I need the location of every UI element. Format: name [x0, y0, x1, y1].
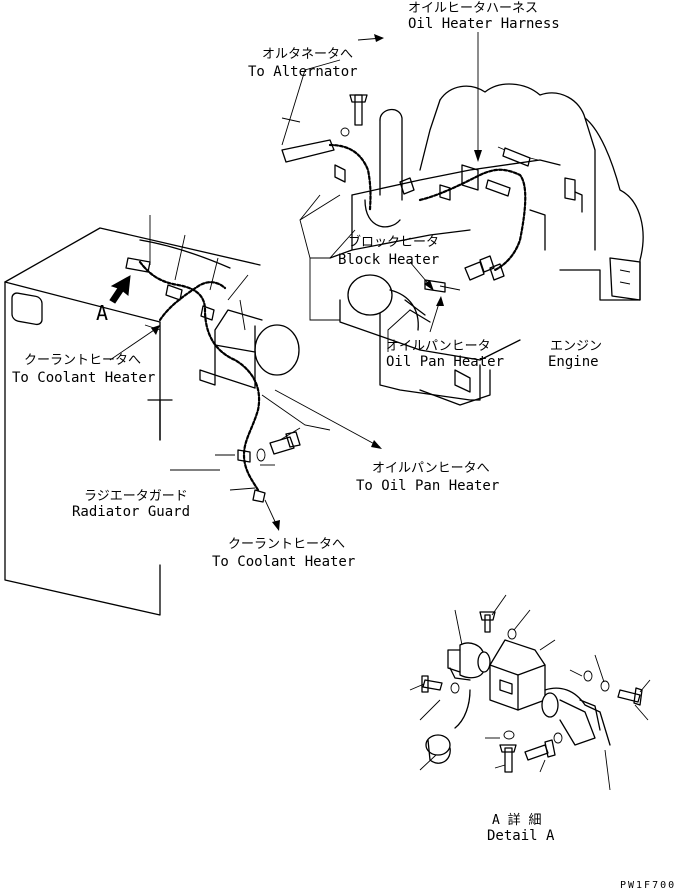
label-to-coolant-heater-bottom: クーラントヒータへ To Coolant Heater — [212, 537, 355, 570]
label-engine: エンジン Engine — [548, 339, 602, 370]
engine-assembly — [281, 83, 644, 406]
oil-pan-heater-en: Oil Pan Heater — [386, 354, 504, 370]
oil-pan-heater-jp: オイルパンヒータ — [386, 339, 491, 354]
to-coolant-heater-left-jp: クーラントヒータへ — [24, 353, 141, 368]
label-radiator-guard: ラジエータガード Radiator Guard — [72, 489, 190, 520]
oil-heater-harness-en: Oil Heater Harness — [408, 16, 560, 32]
radiator-guard-en: Radiator Guard — [72, 504, 190, 520]
oil-heater-harness-jp: オイルヒータハーネス — [408, 1, 538, 16]
drawing-code: PW1F700 — [620, 880, 676, 891]
view-arrow-a: A — [96, 275, 131, 325]
engine-en: Engine — [548, 354, 599, 370]
to-coolant-heater-bottom-en: To Coolant Heater — [212, 554, 355, 570]
radiator-guard — [4, 227, 300, 616]
to-alternator-en: To Alternator — [248, 64, 358, 80]
radiator-guard-jp: ラジエータガード — [84, 489, 188, 504]
coolant-heater-harness — [125, 257, 301, 503]
block-heater-en: Block Heater — [338, 252, 439, 268]
label-detail-a: A 詳 細 Detail A — [487, 812, 555, 844]
to-alternator-jp: オルタネータへ — [262, 47, 353, 62]
label-oil-pan-heater: オイルパンヒータ Oil Pan Heater — [386, 339, 504, 370]
label-oil-heater-harness: オイルヒータハーネス Oil Heater Harness — [408, 1, 560, 32]
to-coolant-heater-bottom-jp: クーラントヒータへ — [228, 537, 345, 552]
label-block-heater: ブロックヒータ Block Heater — [338, 234, 439, 268]
block-heater-jp: ブロックヒータ — [348, 234, 439, 250]
to-oil-pan-heater-en: To Oil Pan Heater — [356, 478, 499, 494]
detail-a-en: Detail A — [487, 828, 555, 844]
detail-a-jp: A 詳 細 — [492, 812, 541, 828]
to-oil-pan-heater-jp: オイルパンヒータへ — [372, 461, 490, 476]
engine-jp: エンジン — [550, 339, 602, 354]
label-to-oil-pan-heater: オイルパンヒータへ To Oil Pan Heater — [356, 461, 499, 494]
view-marker-a: A — [96, 301, 108, 325]
leader-lines — [109, 32, 651, 791]
detail-a-assembly — [421, 611, 643, 773]
label-to-alternator: オルタネータへ To Alternator — [248, 47, 358, 80]
label-to-coolant-heater-left: クーラントヒータへ To Coolant Heater — [12, 353, 155, 386]
to-coolant-heater-left-en: To Coolant Heater — [12, 370, 155, 386]
